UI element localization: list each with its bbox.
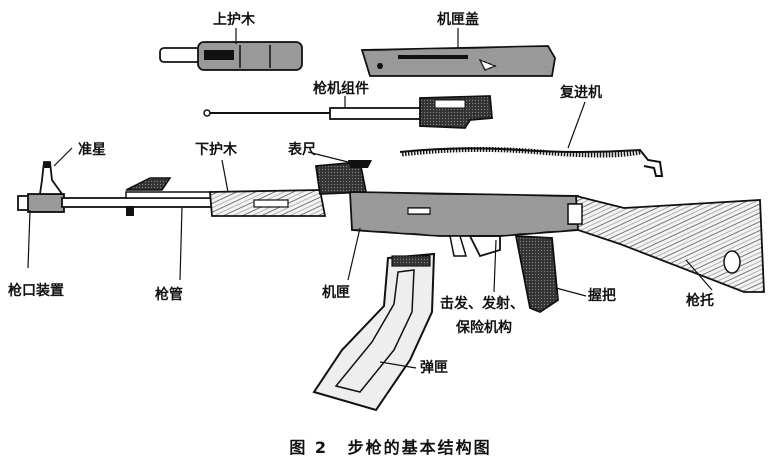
label-front-sight: 准星 — [78, 142, 106, 158]
figure-title: 步枪的基本结构图 — [347, 438, 492, 457]
figure-caption: 图 2 步枪的基本结构图 — [0, 434, 781, 458]
barrel-part — [61, 177, 213, 216]
label-stock: 枪托 — [686, 293, 714, 309]
label-pistol-grip: 握把 — [588, 288, 616, 304]
pistol-grip-part — [514, 235, 559, 314]
label-barrel: 枪管 — [155, 287, 183, 303]
recoil-spring-part — [399, 146, 664, 177]
upper-handguard-part — [159, 41, 303, 71]
label-receiver-cover: 机匣盖 — [437, 12, 479, 28]
label-rear-sight: 表尺 — [288, 142, 316, 158]
muzzle-front-sight-part — [17, 161, 65, 213]
magazine-part — [312, 252, 436, 412]
label-trigger-mechanism-line2: 保险机构 — [456, 320, 512, 336]
stock-part — [567, 194, 765, 293]
label-muzzle-device: 枪口装置 — [8, 283, 64, 299]
lower-handguard-part — [209, 189, 327, 217]
label-receiver: 机匣 — [322, 285, 350, 301]
label-trigger-mechanism-line1: 击发、发射、 — [440, 296, 524, 312]
rear-sight-part — [314, 160, 372, 195]
label-magazine: 弹匣 — [420, 360, 448, 376]
bolt-carrier-group-part — [203, 95, 493, 129]
figure-number: 图 2 — [289, 438, 329, 457]
label-bolt-carrier-group: 枪机组件 — [313, 81, 369, 97]
label-lower-handguard: 下护木 — [195, 142, 237, 158]
label-recoil-spring: 复进机 — [560, 85, 602, 101]
receiver-cover-part — [360, 45, 556, 77]
label-upper-handguard: 上护木 — [213, 12, 255, 28]
